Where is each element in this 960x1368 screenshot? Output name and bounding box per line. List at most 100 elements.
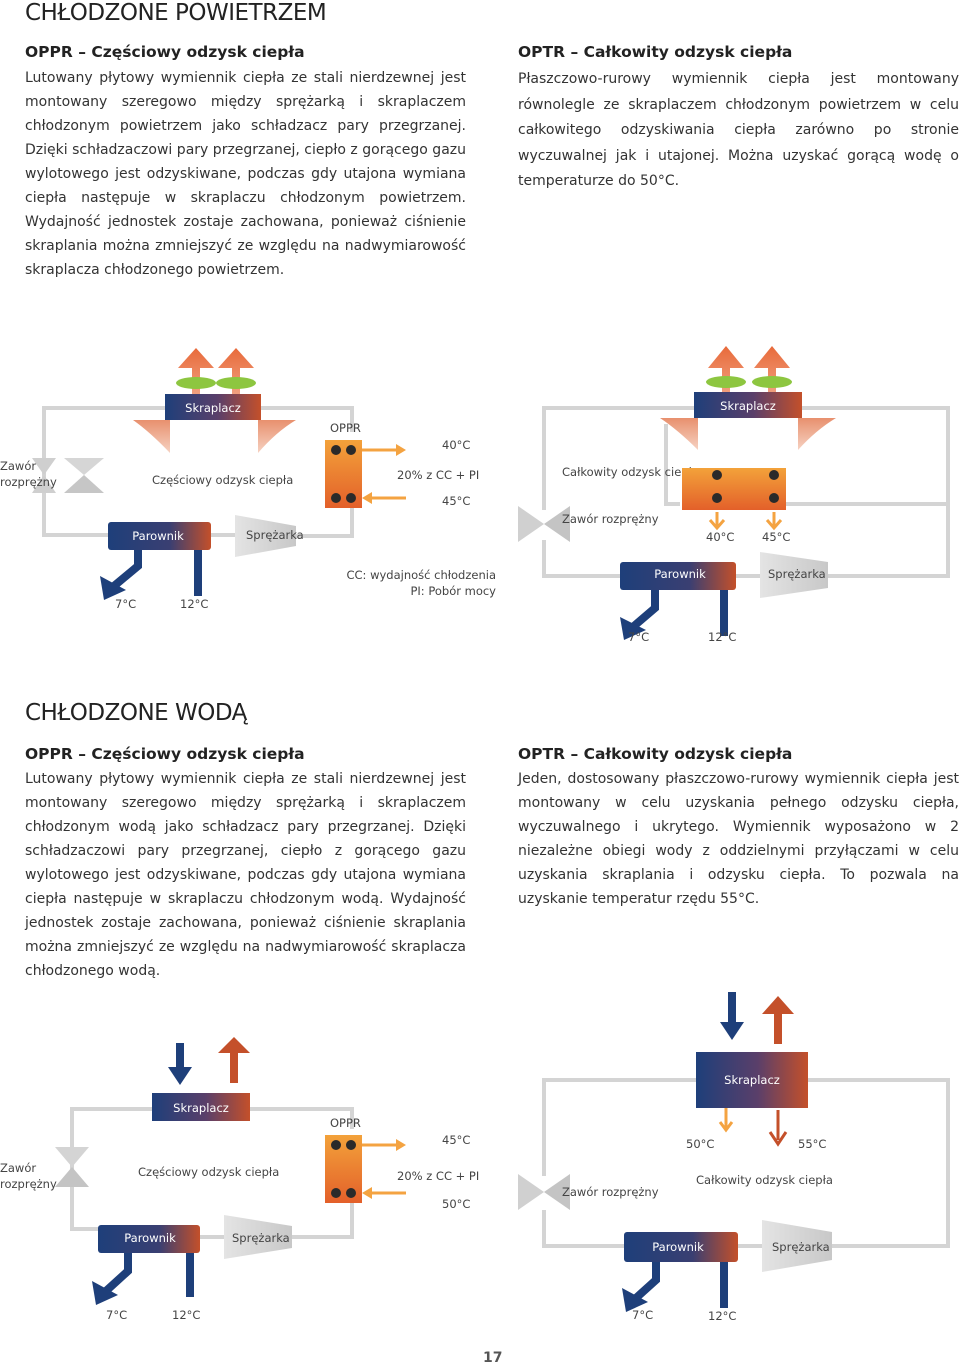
evaporator-label: Parownik xyxy=(652,1240,704,1254)
evaporator-label: Parownik xyxy=(654,567,706,581)
partial-recovery-label: Częściowy odzysk ciepła xyxy=(152,473,293,487)
total-recovery-label: Całkowity odzysk ciepła xyxy=(562,465,699,479)
water-arrow xyxy=(765,512,783,531)
temp-label: 7°C xyxy=(106,1308,127,1322)
legend-pi: PI: Pobór mocy xyxy=(410,584,496,598)
expansion-valve-icon xyxy=(518,1174,544,1210)
temp-label: 40°C xyxy=(706,530,734,544)
fan-icon xyxy=(176,377,216,389)
plate-heat-exchanger xyxy=(325,440,362,508)
compressor xyxy=(224,1215,292,1259)
diagram-air-total: Skraplacz Całkowity odzysk ciepła Zawór … xyxy=(518,346,950,644)
temp-label: 12°C xyxy=(172,1308,200,1322)
cooling-water-in-arrow xyxy=(168,1043,192,1085)
condenser xyxy=(152,1093,250,1121)
section-title-water: CHŁODZONE WODĄ xyxy=(25,700,247,726)
oppr-label: OPPR xyxy=(330,1116,361,1130)
chilled-water-out-arrow xyxy=(622,1262,660,1312)
valve-label: rozprężny xyxy=(0,1177,57,1191)
temp-label: 12°C xyxy=(708,1309,736,1323)
shell-tube-heat-exchanger xyxy=(682,468,786,510)
fan-icon xyxy=(752,376,792,388)
condenser-label: Skraplacz xyxy=(720,399,776,413)
temp-label: 40°C xyxy=(442,438,470,452)
oppr-text-water: Lutowany płytowy wymiennik ciepła ze sta… xyxy=(25,771,466,979)
legend-cc: CC: wydajność chłodzenia xyxy=(347,568,497,582)
condenser xyxy=(696,1052,808,1108)
fan-icon xyxy=(216,377,256,389)
valve-label: rozprężny xyxy=(0,475,57,489)
compressor-label: Sprężarka xyxy=(768,567,826,581)
evaporator xyxy=(108,522,211,550)
valve-label: Zawór xyxy=(0,1161,36,1175)
total-recovery-label: Całkowity odzysk ciepła xyxy=(696,1173,833,1187)
compressor xyxy=(760,552,828,598)
condenser-label: Skraplacz xyxy=(724,1073,780,1087)
temp-label: 7°C xyxy=(115,597,136,611)
hot-water-out-arrow xyxy=(396,1139,406,1151)
valve-label: Zawór xyxy=(0,459,36,473)
temp-label: 50°C xyxy=(686,1137,714,1151)
oppr-text-air: Lutowany płytowy wymiennik ciepła ze sta… xyxy=(25,70,466,278)
percentage-label: 20% z CC + PI xyxy=(397,468,479,482)
diagram-water-total: Skraplacz 50°C 55°C Zawór rozprężny Całk… xyxy=(518,992,950,1323)
temp-label: 12°C xyxy=(708,630,736,644)
air-flow-right xyxy=(798,418,836,450)
oppr-heading-air: OPPR – Częściowy odzysk ciepła xyxy=(25,43,305,61)
expansion-valve-icon xyxy=(55,1147,89,1167)
air-flow-right xyxy=(258,420,296,453)
temp-label: 55°C xyxy=(798,1137,826,1151)
air-flow-left xyxy=(660,418,698,450)
warm-water-out-arrow xyxy=(218,1037,250,1083)
condenser xyxy=(165,394,261,420)
percentage-label: 20% z CC + PI xyxy=(397,1169,479,1183)
partial-recovery-label: Częściowy odzysk ciepła xyxy=(138,1165,279,1179)
chilled-water-out-arrow xyxy=(620,590,659,640)
temp-label: 12°C xyxy=(180,597,208,611)
water-in-arrow xyxy=(362,492,372,504)
optr-text-water: Jeden, dostosowany płaszczowo-rurowy wym… xyxy=(518,771,959,907)
water-arrow xyxy=(718,1108,734,1133)
plate-heat-exchanger xyxy=(325,1135,362,1203)
water-arrow xyxy=(768,1110,788,1147)
evaporator xyxy=(624,1232,738,1262)
diagram-air-partial: Skraplacz Zawór rozprężny Częściowy odzy… xyxy=(0,348,496,611)
page-number: 17 xyxy=(483,1350,503,1366)
diagram-water-partial: Skraplacz Zawór rozprężny Częściowy odzy… xyxy=(0,1037,479,1322)
valve-label: Zawór rozprężny xyxy=(562,512,659,526)
optr-heading-air: OPTR – Całkowity odzysk ciepła xyxy=(518,43,793,61)
valve-label: Zawór rozprężny xyxy=(562,1185,659,1199)
temp-label: 45°C xyxy=(442,494,470,508)
compressor-label: Sprężarka xyxy=(232,1231,290,1245)
compressor-label: Sprężarka xyxy=(246,528,304,542)
warm-water-out-arrow xyxy=(762,996,794,1044)
evaporator-label: Parownik xyxy=(124,1231,176,1245)
air-flow-left xyxy=(133,420,170,453)
condenser xyxy=(694,392,802,418)
expansion-valve-icon xyxy=(518,506,544,542)
oppr-heading-water: OPPR – Częściowy odzysk ciepła xyxy=(25,745,305,763)
temp-label: 45°C xyxy=(442,1133,470,1147)
chilled-water-out-arrow xyxy=(100,550,142,600)
compressor xyxy=(762,1220,832,1272)
water-in-arrow xyxy=(362,1187,372,1199)
temp-label: 50°C xyxy=(442,1197,470,1211)
evaporator xyxy=(98,1225,200,1253)
expansion-valve-icon xyxy=(32,458,56,493)
hot-water-out-arrow xyxy=(396,444,406,456)
compressor-label: Sprężarka xyxy=(772,1240,830,1254)
condenser-label: Skraplacz xyxy=(185,401,241,415)
water-arrow xyxy=(708,512,726,531)
fan-icon xyxy=(706,376,746,388)
optr-text-air: Płaszczowo-rurowy wymiennik ciepła jest … xyxy=(518,71,959,189)
oppr-label: OPPR xyxy=(330,421,361,435)
evaporator xyxy=(620,562,736,590)
cooling-water-in-arrow xyxy=(720,992,744,1040)
chilled-water-out-arrow xyxy=(92,1253,132,1305)
evaporator-label: Parownik xyxy=(132,529,184,543)
section-title-air: CHŁODZONE POWIETRZEM xyxy=(25,0,327,26)
heat-up-arrow xyxy=(178,348,254,402)
temp-label: 7°C xyxy=(632,1308,653,1322)
heat-up-arrow xyxy=(708,346,790,402)
temp-label: 7°C xyxy=(628,630,649,644)
